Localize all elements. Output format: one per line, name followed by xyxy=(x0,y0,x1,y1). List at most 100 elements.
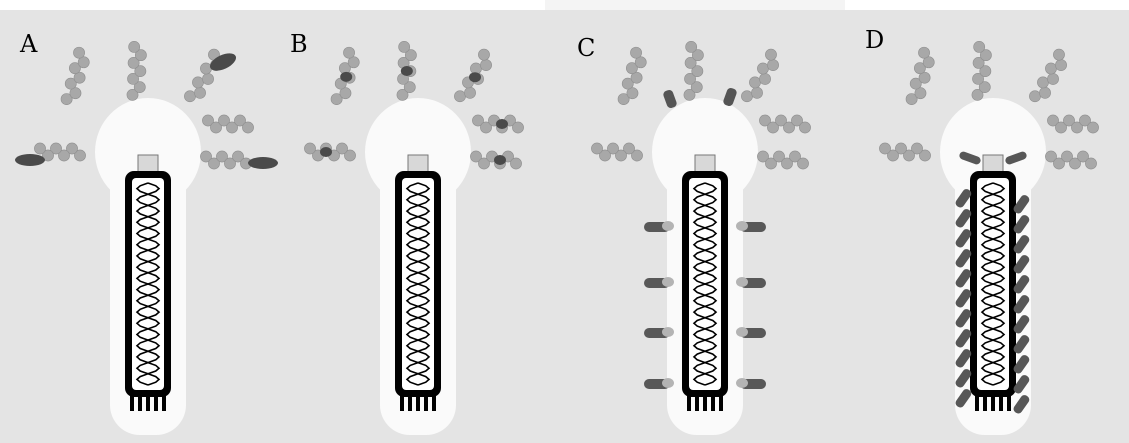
motor-head xyxy=(736,327,748,337)
filament xyxy=(1045,151,1096,169)
motor-head xyxy=(662,378,674,388)
filament-bead xyxy=(767,60,778,71)
bound-cargo xyxy=(340,72,352,82)
filament xyxy=(1029,49,1066,102)
motor-head xyxy=(736,277,748,287)
side-motor xyxy=(644,277,674,288)
filament-bead xyxy=(304,143,315,154)
filament-bead xyxy=(1085,158,1096,169)
filament xyxy=(879,143,930,161)
filament xyxy=(331,47,359,105)
filament-bead xyxy=(765,49,776,60)
panel-c xyxy=(591,41,810,435)
tip-cap xyxy=(695,155,715,173)
side-motor xyxy=(736,378,766,389)
foot xyxy=(154,395,158,411)
filament xyxy=(684,41,704,100)
filament-bead xyxy=(478,49,489,60)
filament-bead xyxy=(129,41,140,52)
filament xyxy=(454,49,491,102)
foot xyxy=(146,395,150,411)
foot xyxy=(703,395,707,411)
panel-b xyxy=(304,41,523,435)
filament xyxy=(906,47,934,105)
cargo xyxy=(15,154,45,166)
motor-head xyxy=(736,221,748,231)
filament-bead xyxy=(399,41,410,52)
filament-bead xyxy=(1055,60,1066,71)
foot xyxy=(138,395,142,411)
foot xyxy=(162,395,166,411)
foot xyxy=(695,395,699,411)
filament xyxy=(1047,115,1098,133)
side-motor xyxy=(644,327,674,338)
filament-bead xyxy=(184,91,195,102)
panel-a xyxy=(15,41,278,435)
motor-head xyxy=(662,327,674,337)
bound-cargo xyxy=(469,72,481,82)
foot xyxy=(711,395,715,411)
filament xyxy=(741,49,778,102)
filament-bead xyxy=(512,122,523,133)
tip-cap xyxy=(983,155,1003,173)
filament-bead xyxy=(741,91,752,102)
filament-bead xyxy=(200,63,211,74)
bound-cargo xyxy=(494,155,506,165)
motor-body xyxy=(722,87,738,107)
filament xyxy=(618,47,646,105)
filament-bead xyxy=(1037,77,1048,88)
foot xyxy=(999,395,1003,411)
filament-bead xyxy=(480,60,491,71)
filament xyxy=(397,41,417,100)
foot xyxy=(408,395,412,411)
bound-cargo xyxy=(320,147,332,157)
filament-bead xyxy=(751,87,762,98)
motor-head xyxy=(736,378,748,388)
foot xyxy=(130,395,134,411)
filament xyxy=(757,151,808,169)
side-motor xyxy=(736,327,766,338)
filament-bead xyxy=(202,73,213,84)
filament-bead xyxy=(1053,49,1064,60)
filament-bead xyxy=(454,91,465,102)
filament xyxy=(759,115,810,133)
tip-cap xyxy=(408,155,428,173)
filament-bead xyxy=(194,87,205,98)
filament xyxy=(972,41,992,100)
foot xyxy=(719,395,723,411)
filament-bead xyxy=(630,47,641,58)
foot xyxy=(687,395,691,411)
side-motor xyxy=(644,378,674,389)
foot xyxy=(424,395,428,411)
filament-bead xyxy=(192,77,203,88)
filament-bead xyxy=(464,87,475,98)
filament-bead xyxy=(686,41,697,52)
tip-cap xyxy=(138,155,158,173)
motor-body xyxy=(662,89,678,109)
filament xyxy=(184,49,221,102)
filament xyxy=(200,151,251,169)
filament xyxy=(127,41,147,100)
side-motor xyxy=(644,221,674,232)
filament-bead xyxy=(242,122,253,133)
filament-bead xyxy=(757,63,768,74)
filament-bead xyxy=(591,143,602,154)
bound-cargo xyxy=(496,119,508,129)
filament xyxy=(472,115,523,133)
filament-bead xyxy=(1039,87,1050,98)
foot xyxy=(1007,395,1011,411)
filament xyxy=(470,151,521,169)
filament xyxy=(591,143,642,161)
side-motor xyxy=(736,221,766,232)
filament-bead xyxy=(918,47,929,58)
filament-bead xyxy=(34,143,45,154)
filament-bead xyxy=(974,41,985,52)
foot xyxy=(983,395,987,411)
filament xyxy=(61,47,89,105)
side-motor xyxy=(736,277,766,288)
filament xyxy=(304,143,355,161)
panel-d xyxy=(879,41,1098,435)
filament-bead xyxy=(1047,73,1058,84)
